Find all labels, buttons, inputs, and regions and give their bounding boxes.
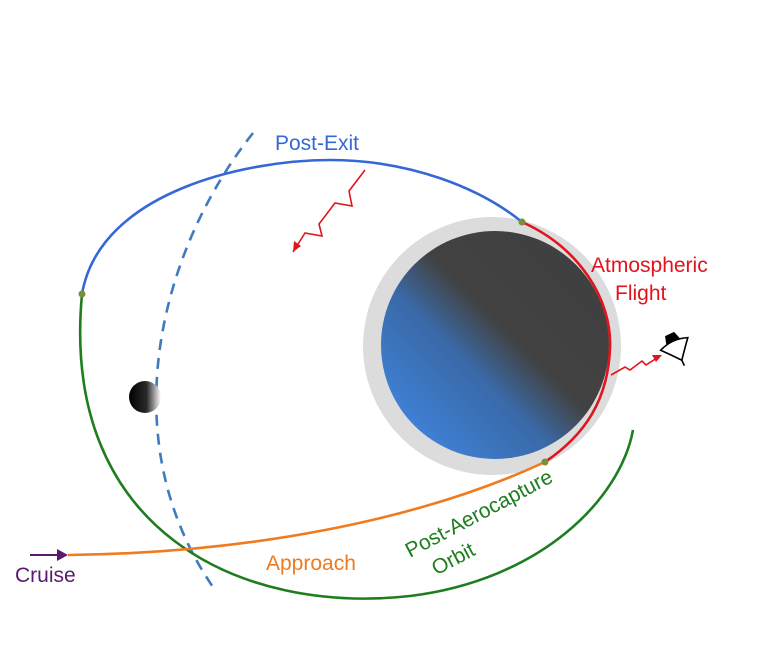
atmospheric-flight-label-line2: Flight xyxy=(615,282,667,305)
cruise-arrow xyxy=(30,549,68,561)
ground-station-antenna-icon xyxy=(659,331,689,367)
post-aerocapture-orbit-label: Post-Aerocapture Orbit xyxy=(402,465,557,580)
cruise-label: Cruise xyxy=(15,564,76,587)
planet-icon xyxy=(381,231,609,459)
atmospheric-flight-path xyxy=(521,220,612,464)
transition-point-atmosphere-entry xyxy=(541,458,549,466)
transition-point-orbit-join xyxy=(78,290,86,298)
moon-icon xyxy=(129,381,161,413)
post-exit-trajectory-path xyxy=(80,158,523,295)
transition-point-atmosphere-exit xyxy=(518,218,526,226)
approach-label: Approach xyxy=(266,552,356,575)
moon-orbit-path xyxy=(155,132,255,591)
radio-signal-zigzag-icon xyxy=(610,355,662,376)
approach-trajectory-path xyxy=(67,460,546,557)
post-exit-label: Post-Exit xyxy=(275,132,359,155)
atmospheric-flight-label-line1: Atmospheric xyxy=(591,254,708,277)
radio-signal-zigzag-icon xyxy=(292,169,366,253)
post-aerocapture-label-line1: Post-Aerocapture xyxy=(402,465,557,562)
post-aerocapture-orbit-path xyxy=(79,293,635,600)
